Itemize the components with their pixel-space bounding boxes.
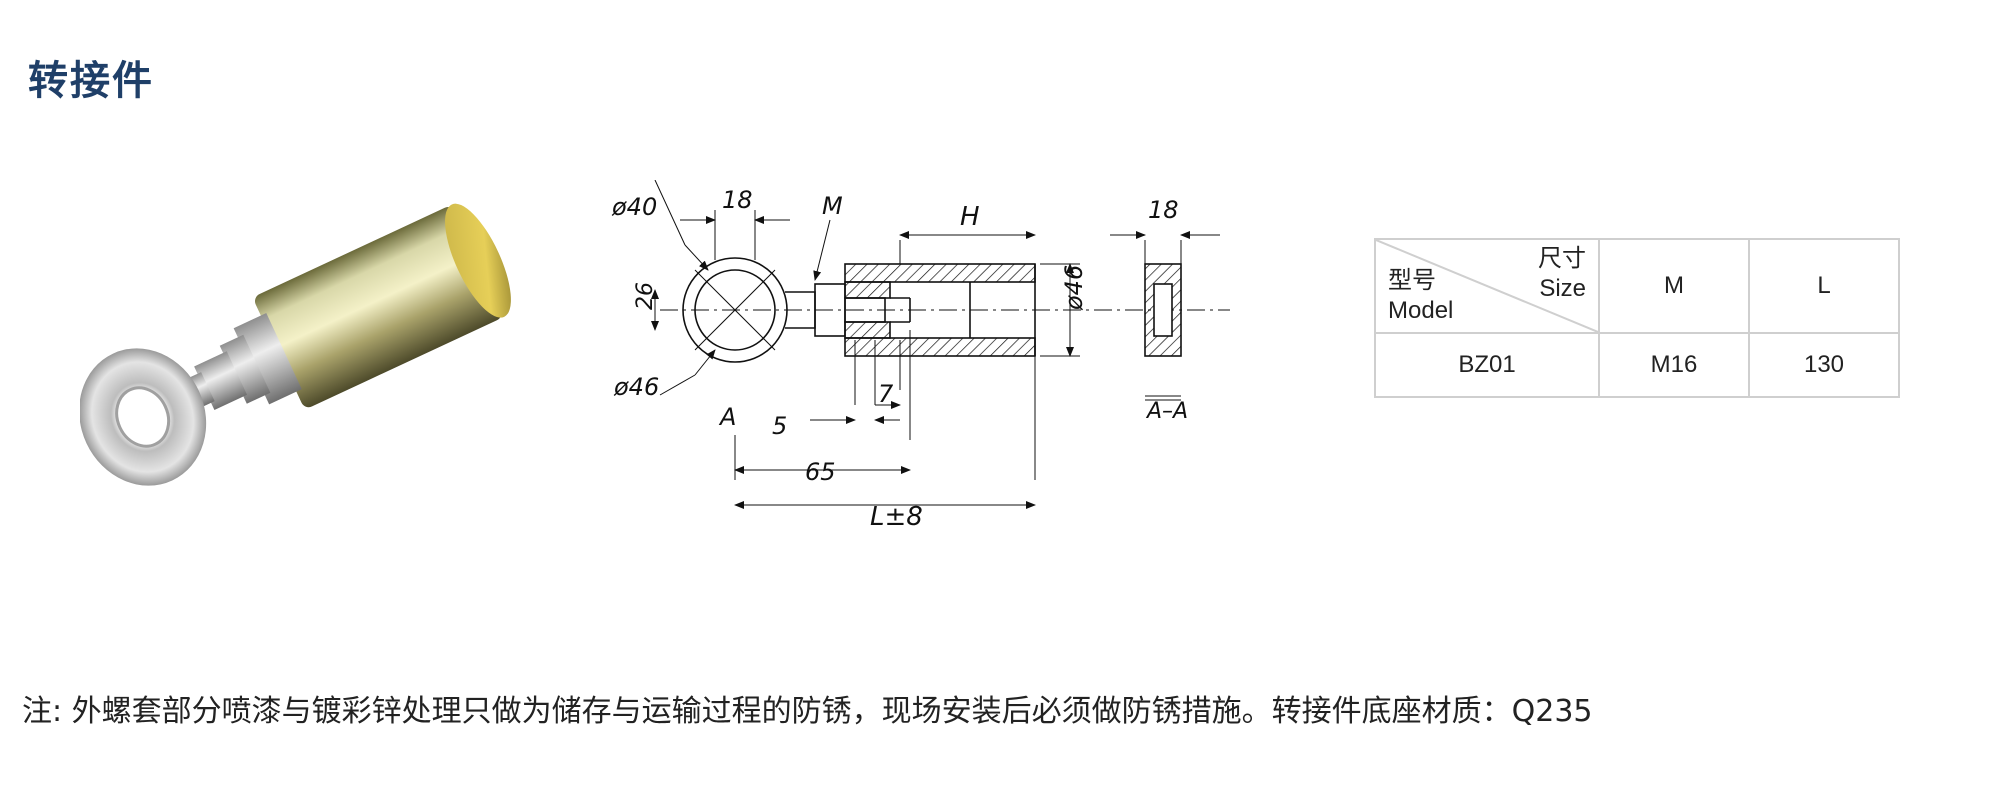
table-corner-cell: 尺寸 Size 型号 Model: [1374, 238, 1600, 334]
dim-65: 65: [805, 458, 836, 486]
model-label-cn: 型号: [1388, 267, 1436, 294]
dim-H: H: [960, 202, 980, 232]
dim-d40: ø40: [611, 193, 657, 221]
dim-d46-right: ø46: [1060, 265, 1088, 311]
section-AA-label: A–A: [1145, 399, 1188, 424]
corner-diagonal: [1376, 240, 1598, 332]
dim-L: L±8: [870, 502, 923, 532]
dim-d46-left: ø46: [613, 373, 659, 401]
model-label: 型号 Model: [1388, 266, 1453, 326]
size-label-en: Size: [1539, 275, 1586, 302]
dim-7: 7: [878, 380, 894, 408]
model-label-en: Model: [1388, 297, 1454, 324]
column-header-M: M: [1598, 238, 1750, 334]
column-header-L: L: [1748, 238, 1900, 334]
dim-18-top: 18: [722, 186, 753, 214]
cell-M: M16: [1598, 332, 1750, 398]
section-A-label: A: [718, 403, 736, 431]
page-title: 转接件: [28, 58, 154, 104]
size-label-cn: 尺寸: [1538, 245, 1586, 272]
cell-model: BZ01: [1374, 332, 1600, 398]
technical-drawing: ø40 18 M H 18 26 ø46 ø46 A 5 7 65 L±8 A–…: [600, 175, 1240, 560]
footnote: 注: 外螺套部分喷漆与镀彩锌处理只做为储存与运输过程的防锈，现场安装后必须做防锈…: [22, 694, 1593, 729]
spec-table: 尺寸 Size 型号 Model M L BZ01 M16 130: [1374, 238, 1900, 398]
dim-M: M: [822, 192, 843, 220]
cell-L: 130: [1748, 332, 1900, 398]
size-label: 尺寸 Size: [1538, 244, 1586, 304]
dim-18-side: 18: [1148, 196, 1179, 224]
table-header-row: 尺寸 Size 型号 Model M L: [1374, 238, 1900, 334]
table-row: BZ01 M16 130: [1374, 332, 1900, 398]
dim-5: 5: [772, 412, 787, 440]
dim-26: 26: [633, 282, 658, 310]
product-photo: [79, 200, 540, 500]
